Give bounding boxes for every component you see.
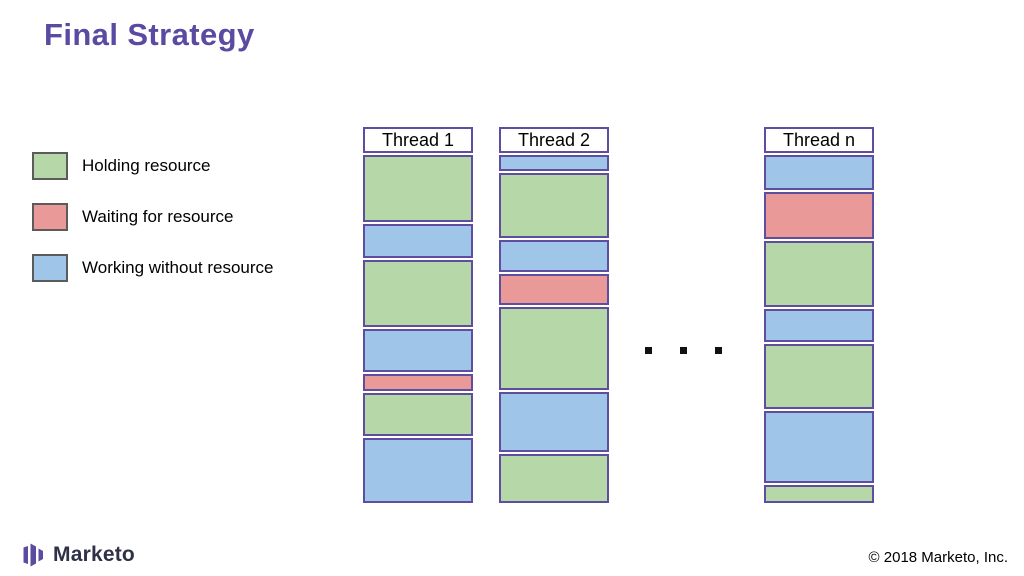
thread-segment-holding <box>363 155 473 222</box>
thread-segment-working <box>499 240 609 272</box>
ellipsis-dots <box>645 347 722 354</box>
thread-column-1: Thread 1 <box>363 127 473 503</box>
thread-segment-working <box>499 155 609 171</box>
marketo-logo: Marketo <box>22 542 135 568</box>
thread-header: Thread n <box>764 127 874 153</box>
thread-segment-holding <box>764 241 874 307</box>
thread-column-n: Thread n <box>764 127 874 503</box>
thread-segment-holding <box>363 260 473 327</box>
working-color-swatch <box>32 254 68 282</box>
legend-label: Waiting for resource <box>82 207 234 226</box>
legend-item-holding: Holding resource <box>32 152 274 180</box>
legend-item-working: Working without resource <box>32 254 274 282</box>
legend-item-waiting: Waiting for resource <box>32 203 274 231</box>
thread-segment-holding <box>363 393 473 436</box>
page-title: Final Strategy <box>44 17 255 52</box>
thread-segment-waiting <box>764 192 874 239</box>
thread-segment-holding <box>764 485 874 503</box>
thread-header: Thread 2 <box>499 127 609 153</box>
thread-segment-waiting <box>363 374 473 391</box>
copyright-text: © 2018 Marketo, Inc. <box>868 549 1008 566</box>
thread-segment-working <box>363 438 473 503</box>
dot-icon <box>680 347 687 354</box>
waiting-color-swatch <box>32 203 68 231</box>
holding-color-swatch <box>32 152 68 180</box>
thread-segment-working <box>764 155 874 190</box>
marketo-logo-icon <box>23 543 43 567</box>
legend-label: Holding resource <box>82 156 211 175</box>
thread-segment-holding <box>499 454 609 503</box>
dot-icon <box>645 347 652 354</box>
thread-segment-holding <box>499 173 609 238</box>
marketo-logo-text: Marketo <box>53 543 135 566</box>
thread-segment-working <box>764 411 874 483</box>
thread-segment-working <box>363 224 473 258</box>
thread-segment-working <box>363 329 473 372</box>
thread-segment-holding <box>764 344 874 409</box>
thread-segment-waiting <box>499 274 609 305</box>
thread-header: Thread 1 <box>363 127 473 153</box>
thread-segment-working <box>499 392 609 452</box>
thread-column-2: Thread 2 <box>499 127 609 503</box>
thread-segment-working <box>764 309 874 342</box>
legend-label: Working without resource <box>82 258 274 277</box>
dot-icon <box>715 347 722 354</box>
legend: Holding resource Waiting for resource Wo… <box>32 152 274 305</box>
thread-segment-holding <box>499 307 609 390</box>
